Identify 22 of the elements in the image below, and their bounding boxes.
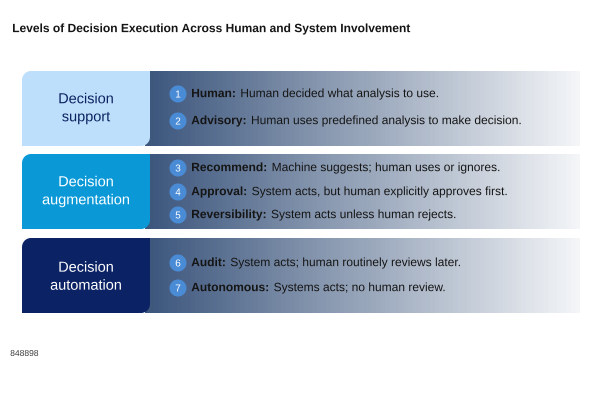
number-badge: 1 [170,86,186,102]
number-badge: 7 [170,280,186,296]
number-badge: 3 [170,160,186,176]
number-badge: 2 [170,112,186,130]
item-text: Autonomous: Systems acts; no human review. [192,282,445,294]
reference-number: 848898 [10,350,38,356]
level-box: Decision support [22,71,150,146]
number-badge: 6 [170,254,186,272]
item-text: Human: Human decided what analysis to use. [192,88,438,100]
item-text: Recommend: Machine suggests; human uses or ignores. [192,162,500,174]
level-box: Decision automation [22,238,150,313]
title: Levels of Decision Execution Across Human and System Involvement [13,23,410,35]
item-text: Reversibility: System acts unless human rejects. [192,209,456,221]
item-text: Audit: System acts; human routinely reviews later. [192,257,460,269]
level-box: Decision augmentation [22,154,150,229]
gradient-band [145,154,580,229]
number-badge: 5 [170,206,186,224]
gradient-band [145,238,580,313]
number-badge: 4 [170,184,186,200]
item-text: Advisory: Human uses predefined analysis to make decision. [192,115,521,127]
gradient-band [145,71,580,146]
item-text: Approval: System acts, but human explicitly approves first. [192,186,507,198]
